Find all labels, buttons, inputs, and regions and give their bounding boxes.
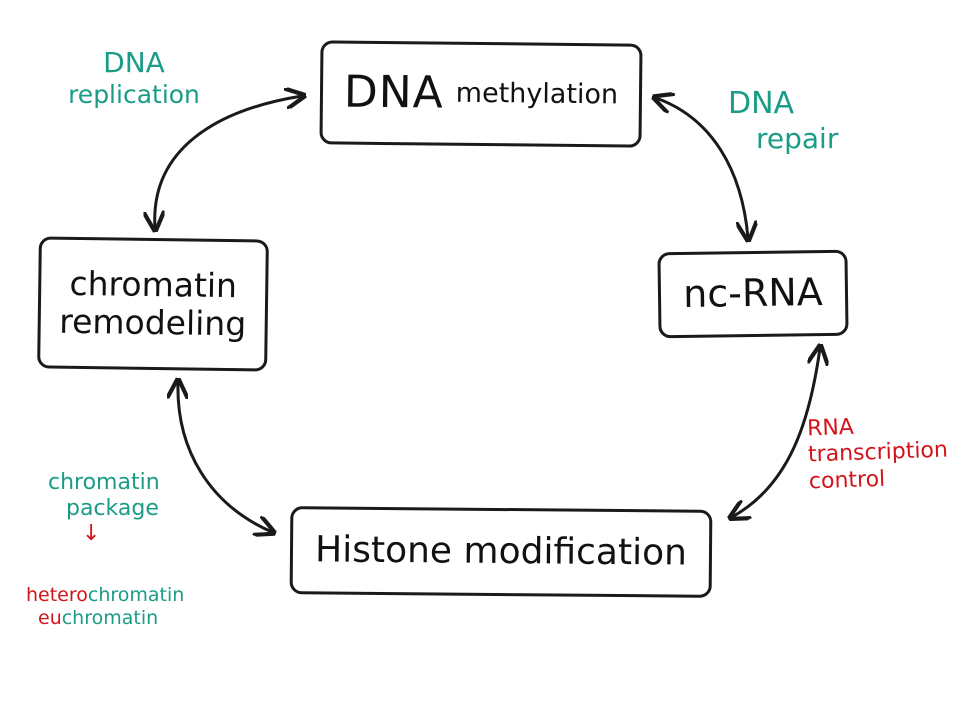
annotation-chromatin-states: heterochromatin euchromatin bbox=[26, 584, 184, 630]
annotation-dna-repair-line2: repair bbox=[756, 122, 839, 155]
node-chromatin-remodeling-line2: remodeling bbox=[59, 301, 247, 344]
annotation-hetero-suffix: chromatin bbox=[87, 584, 185, 606]
annotation-dna-repair-line1: DNA bbox=[728, 86, 795, 121]
arrow-ncrna-histone bbox=[732, 348, 820, 517]
arrow-remodeling-histone bbox=[178, 382, 272, 532]
node-histone-modification: Histone modification bbox=[289, 506, 713, 598]
node-dna-methylation: DNA methylation bbox=[319, 40, 643, 148]
node-chromatin-remodeling-line1: chromatin bbox=[69, 263, 238, 306]
annotation-euchromatin: euchromatin bbox=[38, 607, 184, 630]
annotation-eu-suffix: chromatin bbox=[61, 606, 159, 629]
node-dna-methylation-main: DNA bbox=[343, 66, 445, 119]
arrow-methylation-ncrna bbox=[656, 98, 748, 238]
node-nc-rna-label: nc-RNA bbox=[682, 270, 824, 317]
annotation-dna-replication-line2: replication bbox=[68, 79, 200, 109]
annotation-heterochromatin: heterochromatin bbox=[26, 584, 184, 607]
annotation-hetero-prefix: hetero bbox=[26, 584, 88, 606]
annotation-eu-prefix: eu bbox=[38, 606, 62, 629]
annotation-dna-repair: DNA repair bbox=[728, 86, 838, 156]
annotation-dna-replication: DNA replication bbox=[66, 46, 202, 110]
annotation-dna-replication-line1: DNA bbox=[103, 46, 165, 79]
arrow-methylation-remodeling bbox=[155, 96, 302, 228]
annotation-rna-transcription-control: RNA transcription control bbox=[807, 412, 950, 496]
annotation-chromatin-package: chromatin package ↓ bbox=[48, 470, 160, 545]
node-dna-methylation-sub: methylation bbox=[455, 78, 619, 111]
annotation-chromatin-package-line2: package bbox=[66, 496, 159, 522]
node-chromatin-remodeling: chromatin remodeling bbox=[37, 236, 269, 372]
annotation-rna-control-line3: control bbox=[808, 466, 886, 495]
node-histone-modification-label: Histone modification bbox=[314, 529, 688, 574]
annotation-chromatin-package-line1: chromatin bbox=[48, 470, 160, 495]
node-nc-rna: nc-RNA bbox=[657, 249, 849, 339]
down-arrow-icon: ↓ bbox=[82, 520, 101, 546]
annotation-rna-control-line2: transcription bbox=[807, 437, 949, 468]
